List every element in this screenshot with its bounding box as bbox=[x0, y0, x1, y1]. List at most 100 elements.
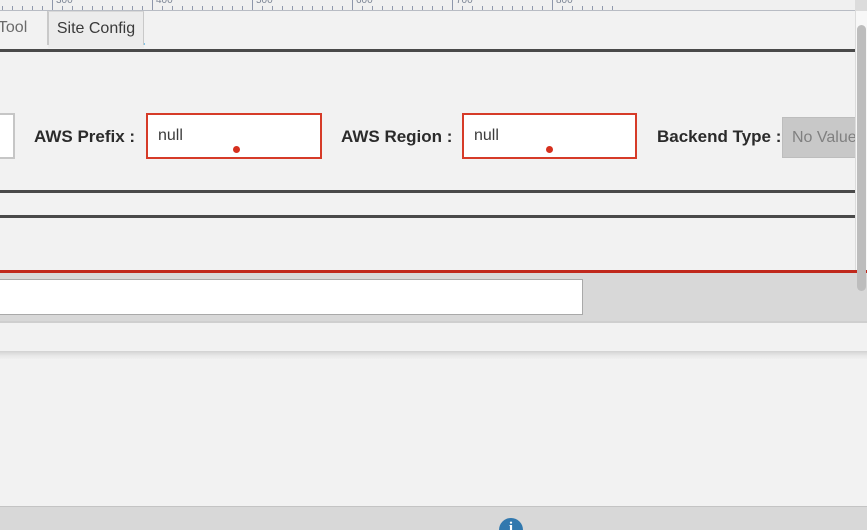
config-form-band: AWS Prefix : null AWS Region : null Back… bbox=[0, 52, 867, 190]
config-field-row: AWS Prefix : null AWS Region : null Back… bbox=[0, 52, 867, 190]
ruler-minor-tick bbox=[372, 6, 373, 10]
search-band-right-filler bbox=[585, 273, 867, 321]
ruler-major-tick bbox=[352, 0, 353, 10]
ruler-major-tick bbox=[252, 0, 253, 10]
ruler-minor-tick bbox=[422, 6, 423, 10]
ruler-minor-tick bbox=[122, 6, 123, 10]
ruler-minor-tick bbox=[142, 6, 143, 10]
ruler-major-tick bbox=[452, 0, 453, 10]
aws-region-value: null bbox=[474, 127, 499, 144]
ruler-minor-tick bbox=[512, 6, 513, 10]
ruler-minor-tick bbox=[402, 6, 403, 10]
panel-top-edge bbox=[0, 321, 867, 323]
tab-bar-filler bbox=[145, 11, 855, 45]
divider-middle-upper bbox=[0, 190, 855, 193]
ruler-minor-tick bbox=[312, 6, 313, 10]
scrollbar-corner bbox=[855, 0, 867, 11]
aws-prefix-value: null bbox=[158, 127, 183, 144]
ruler-minor-tick bbox=[432, 6, 433, 10]
tab-overlay-tool[interactable]: y Tool bbox=[0, 11, 48, 45]
ruler-minor-tick bbox=[272, 6, 273, 10]
ruler-minor-tick bbox=[22, 6, 23, 10]
ruler-minor-tick bbox=[502, 6, 503, 10]
ruler-minor-tick bbox=[132, 6, 133, 10]
ruler-minor-tick bbox=[562, 6, 563, 10]
ruler-minor-tick bbox=[192, 6, 193, 10]
ruler-minor-tick bbox=[442, 6, 443, 10]
ruler-minor-tick bbox=[12, 6, 13, 10]
ruler-minor-tick bbox=[332, 6, 333, 10]
ruler-minor-tick bbox=[582, 6, 583, 10]
ruler-minor-tick bbox=[302, 6, 303, 10]
ruler-major-tick bbox=[52, 0, 53, 10]
ruler-minor-tick bbox=[542, 6, 543, 10]
ruler-minor-tick bbox=[382, 6, 383, 10]
ruler-minor-tick bbox=[342, 6, 343, 10]
divider-middle-lower bbox=[0, 215, 855, 218]
red-separator-rule bbox=[0, 270, 867, 273]
ruler-minor-tick bbox=[2, 6, 3, 10]
ruler-minor-tick bbox=[172, 6, 173, 10]
vertical-scrollbar-track[interactable] bbox=[855, 11, 867, 291]
tab-site-config-label: Site Config bbox=[56, 19, 136, 37]
ruler-minor-tick bbox=[492, 6, 493, 10]
ruler-minor-tick bbox=[212, 6, 213, 10]
ruler-minor-tick bbox=[592, 6, 593, 10]
ruler-major-tick bbox=[552, 0, 553, 10]
ruler-minor-tick bbox=[92, 6, 93, 10]
tab-site-config[interactable]: Site Config bbox=[48, 11, 144, 48]
ruler-minor-tick bbox=[62, 6, 63, 10]
info-icon-glyph: i bbox=[508, 520, 514, 530]
vertical-scrollbar-thumb[interactable] bbox=[857, 25, 866, 291]
aws-prefix-label: AWS Prefix : bbox=[34, 127, 136, 146]
search-input[interactable] bbox=[0, 279, 583, 315]
spacer-band-lower bbox=[0, 218, 855, 270]
ruler-minor-tick bbox=[292, 6, 293, 10]
ruler-minor-tick bbox=[112, 6, 113, 10]
ruler-label: 800 bbox=[556, 0, 573, 6]
ruler-minor-tick bbox=[322, 6, 323, 10]
footer-bar bbox=[0, 507, 867, 530]
ruler-label: 700 bbox=[456, 0, 473, 6]
ruler-minor-tick bbox=[602, 6, 603, 10]
ruler-minor-tick bbox=[222, 6, 223, 10]
horizontal-ruler: 300 400 500 600 700 800 bbox=[0, 0, 855, 11]
spacer-band-upper bbox=[0, 193, 855, 215]
panel-header-strip bbox=[0, 323, 867, 351]
ruler-minor-tick bbox=[282, 6, 283, 10]
ruler-minor-tick bbox=[232, 6, 233, 10]
ruler-minor-tick bbox=[462, 6, 463, 10]
ruler-minor-tick bbox=[82, 6, 83, 10]
aws-region-label: AWS Region : bbox=[341, 127, 453, 146]
ruler-minor-tick bbox=[572, 6, 573, 10]
ruler-label: 400 bbox=[156, 0, 173, 6]
ruler-minor-tick bbox=[482, 6, 483, 10]
ruler-minor-tick bbox=[532, 6, 533, 10]
ruler-minor-tick bbox=[612, 6, 613, 10]
aws-region-input[interactable]: null bbox=[462, 113, 637, 159]
ruler-label: 300 bbox=[56, 0, 73, 6]
divider-top bbox=[0, 49, 855, 52]
ruler-label: 600 bbox=[356, 0, 373, 6]
ruler-minor-tick bbox=[242, 6, 243, 10]
ruler-minor-tick bbox=[472, 6, 473, 10]
tab-overlay-tool-label: y Tool bbox=[0, 19, 28, 36]
info-circle-icon[interactable]: i bbox=[499, 518, 523, 530]
ruler-minor-tick bbox=[102, 6, 103, 10]
aws-region-error-dot-icon bbox=[546, 146, 553, 153]
backend-type-placeholder: No Value bbox=[792, 128, 857, 146]
ruler-minor-tick bbox=[392, 6, 393, 10]
aws-prefix-error-dot-icon bbox=[233, 146, 240, 153]
ruler-minor-tick bbox=[202, 6, 203, 10]
ruler-minor-tick bbox=[162, 6, 163, 10]
aws-prefix-input[interactable]: null bbox=[146, 113, 322, 159]
backend-type-label: Backend Type : bbox=[657, 127, 782, 146]
ruler-label: 500 bbox=[256, 0, 273, 6]
backend-type-select[interactable]: No Value bbox=[782, 117, 867, 158]
ruler-minor-tick bbox=[262, 6, 263, 10]
ruler-minor-tick bbox=[362, 6, 363, 10]
partial-left-input[interactable] bbox=[0, 113, 15, 159]
panel-content-area bbox=[0, 359, 867, 506]
panel-drop-shadow bbox=[0, 351, 867, 359]
